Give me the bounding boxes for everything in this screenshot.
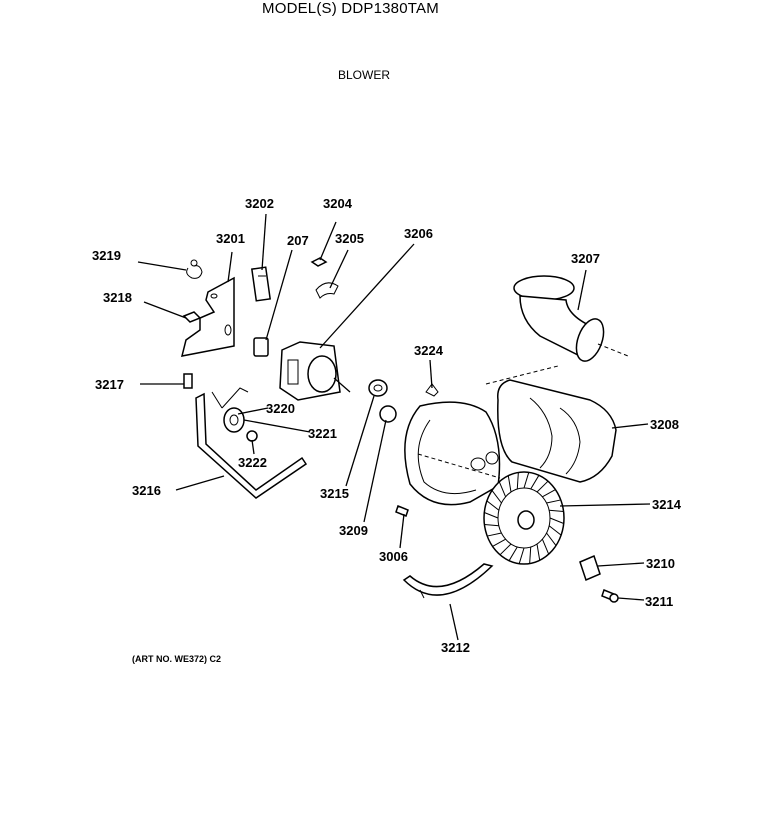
bolt-3217 [183, 373, 193, 389]
duct-3208 [485, 365, 617, 483]
blower-housing [404, 401, 501, 506]
clamp-3205 [315, 282, 339, 299]
art-number: (ART NO. WE372) C2 [132, 654, 222, 664]
callout-207: 207 [287, 233, 309, 248]
callout-3216: 3216 [132, 483, 161, 498]
callout-3205: 3205 [335, 231, 364, 246]
callout-3221: 3221 [308, 426, 337, 441]
callout-3204: 3204 [323, 196, 353, 211]
callout-3217: 3217 [95, 377, 124, 392]
screw-3204 [310, 257, 328, 267]
model-title: MODEL(S) DDP1380TAM [262, 0, 439, 17]
callout-3222: 3222 [238, 455, 267, 470]
switch-3202 [250, 266, 272, 302]
callout-3006: 3006 [379, 549, 408, 564]
callout-3201: 3201 [216, 231, 245, 246]
callout-3202: 3202 [245, 196, 274, 211]
belt-rod-3216 [195, 392, 308, 499]
leader-lines [137, 213, 651, 641]
callout-3208: 3208 [650, 417, 679, 432]
pulley-3221 [223, 407, 245, 433]
callout-3206: 3206 [404, 226, 433, 241]
callout-3210: 3210 [646, 556, 675, 571]
screw-3218 [182, 311, 202, 323]
callout-3207: 3207 [571, 251, 600, 266]
elbow-3207 [513, 275, 629, 362]
callout-3211: 3211 [645, 594, 673, 609]
washer-3222 [246, 430, 258, 442]
callout-3224: 3224 [414, 343, 444, 358]
callout-3212: 3212 [441, 640, 470, 655]
motor-3206 [279, 341, 351, 401]
callout-3220: 3220 [266, 401, 295, 416]
blower-wheel-3209 [483, 471, 565, 565]
screw-3006 [395, 505, 409, 517]
shroud-3212 [402, 563, 494, 596]
callout-3219: 3219 [92, 248, 121, 263]
bearing-3215 [368, 379, 388, 397]
section-title: BLOWER [338, 68, 391, 82]
bracket-plate-3201 [180, 276, 235, 357]
callout-numbers: 3202 3204 3201 207 3205 3206 3219 3207 3218 3224 3… [92, 196, 682, 655]
callout-3218: 3218 [103, 290, 132, 305]
clip-3219 [186, 265, 203, 279]
callout-3215: 3215 [320, 486, 349, 501]
bearing-3214 [379, 405, 397, 423]
callout-3214: 3214 [652, 497, 682, 512]
switch-207 [253, 337, 269, 357]
clip-3224 [425, 383, 439, 397]
callout-3209: 3209 [339, 523, 368, 538]
clip-plate-3210 [579, 554, 601, 582]
idler-arm-3220 [211, 387, 249, 409]
